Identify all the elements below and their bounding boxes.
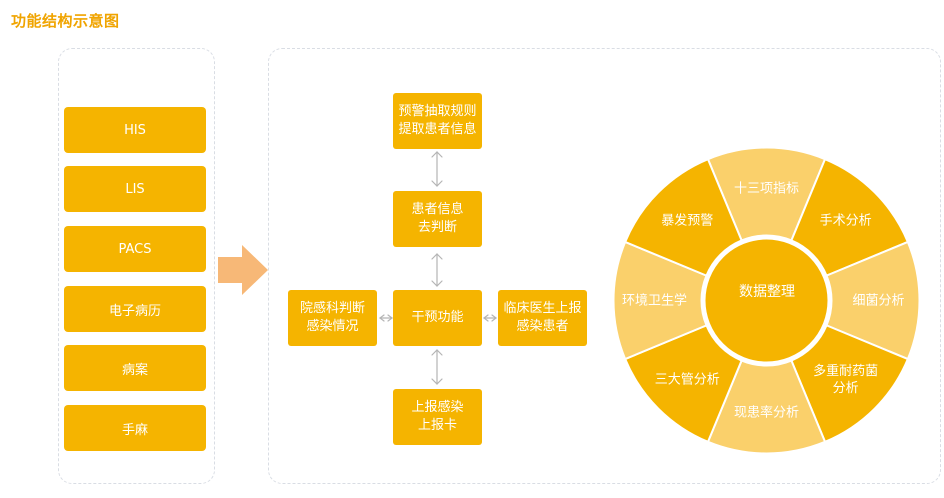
function-panel (268, 48, 941, 484)
system-medical-record[interactable]: 病案 (64, 345, 206, 391)
wheel-segment-label: 现患率分析 (733, 405, 800, 420)
node-extract-rules[interactable]: 预警抽取规则 提取患者信息 (393, 93, 482, 149)
node-report-card[interactable]: 上报感染 上报卡 (393, 389, 482, 445)
node-dedup-patient[interactable]: 患者信息 去判断 (393, 191, 482, 247)
flow-right-arrow-icon (218, 245, 268, 295)
system-anesthesia[interactable]: 手麻 (64, 405, 206, 451)
wheel-segment-label: 手术分析 (819, 213, 872, 229)
source-systems-panel (58, 48, 215, 484)
wheel-center-label: 数据整理 (739, 284, 795, 300)
node-intervention[interactable]: 干预功能 (393, 290, 482, 346)
wheel-segment-label: 环境卫生学 (621, 293, 688, 308)
wheel-segment-label: 三大管分析 (654, 372, 720, 388)
node-clinician-report[interactable]: 临床医生上报 感染患者 (498, 290, 587, 346)
wheel-segment-label: 十三项指标 (733, 181, 800, 196)
wheel-segment-label: 细菌分析 (852, 293, 905, 308)
page-title: 功能结构示意图 (11, 12, 120, 30)
node-hospital-infection-dept[interactable]: 院感科判断 感染情况 (288, 290, 377, 346)
system-lis[interactable]: LIS (64, 166, 206, 212)
system-emr[interactable]: 电子病历 (64, 286, 206, 332)
wheel-center[interactable] (701, 235, 832, 366)
system-pacs[interactable]: PACS (64, 226, 206, 272)
data-wheel (612, 146, 921, 455)
wheel-segment-label: 暴发预警 (661, 213, 714, 229)
system-his[interactable]: HIS (64, 107, 206, 153)
wheel-segment-label: 多重耐药菌 分析 (813, 363, 879, 396)
